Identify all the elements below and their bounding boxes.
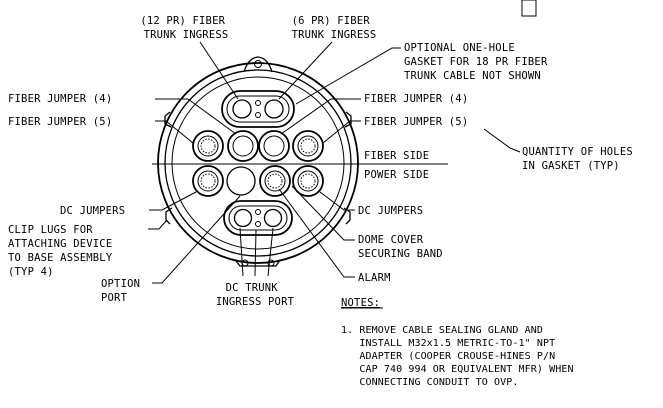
label-fiber-jumper-5-right: FIBER JUMPER (5): [364, 116, 468, 128]
inner-housing-ring: [171, 76, 345, 250]
label-fiber-jumper-4-left: FIBER JUMPER (4): [8, 93, 112, 105]
label-fiber-trunk-6: (6 PR) FIBER TRUNK INGRESS: [292, 15, 377, 41]
note-item-1: 1. REMOVE CABLE SEALING GLAND AND INSTAL…: [341, 325, 573, 388]
label-fiber-jumper-4-right: FIBER JUMPER (4): [364, 93, 468, 105]
enclosure-drawing: [152, 56, 448, 267]
securing-band-ring: [164, 69, 352, 257]
trunk-6pr-hole: [264, 99, 284, 119]
trunk-12pr-hole: [232, 99, 252, 119]
alarm-hole: [259, 165, 291, 197]
band-clamp: [235, 259, 281, 267]
corner-box: [521, 0, 537, 17]
label-alarm: ALARM: [358, 272, 391, 284]
label-dome-cover: DOME COVER SECURING BAND: [358, 234, 443, 260]
leader-lines: [148, 41, 521, 284]
fiber-trunk-gasket: [221, 90, 295, 128]
option-port-hole: [226, 166, 256, 196]
clip-lug-upper-right: [344, 111, 352, 128]
label-fiber-trunk-12: (12 PR) FIBER TRUNK INGRESS: [140, 15, 231, 41]
label-optional-gasket: OPTIONAL ONE-HOLE GASKET FOR 18 PR FIBER…: [404, 42, 554, 82]
label-fiber-side: FIBER SIDE: [364, 150, 429, 162]
notes-heading: NOTES:: [341, 297, 380, 309]
fiber-jumper-row: [192, 130, 324, 162]
label-option-port: OPTION PORT: [101, 278, 147, 304]
dc-trunk-gasket: [223, 200, 293, 236]
label-quantity-holes: QUANTITY OF HOLES IN GASKET (TYP): [522, 146, 639, 172]
clip-lug-lower-left: [165, 207, 173, 225]
label-dc-jumpers-right: DC JUMPERS: [358, 205, 423, 217]
label-power-side: POWER SIDE: [364, 169, 429, 181]
label-clip-lugs: CLIP LUGS FOR ATTACHING DEVICE TO BASE A…: [8, 224, 119, 278]
label-dc-jumpers-left: DC JUMPERS: [60, 205, 125, 217]
clip-lug-upper-left: [164, 111, 172, 128]
label-dc-trunk: DC TRUNK INGRESS PORT: [216, 282, 295, 308]
outer-housing-ring: [157, 62, 359, 264]
power-row: [192, 165, 324, 197]
label-fiber-jumper-5-left: FIBER JUMPER (5): [8, 116, 112, 128]
